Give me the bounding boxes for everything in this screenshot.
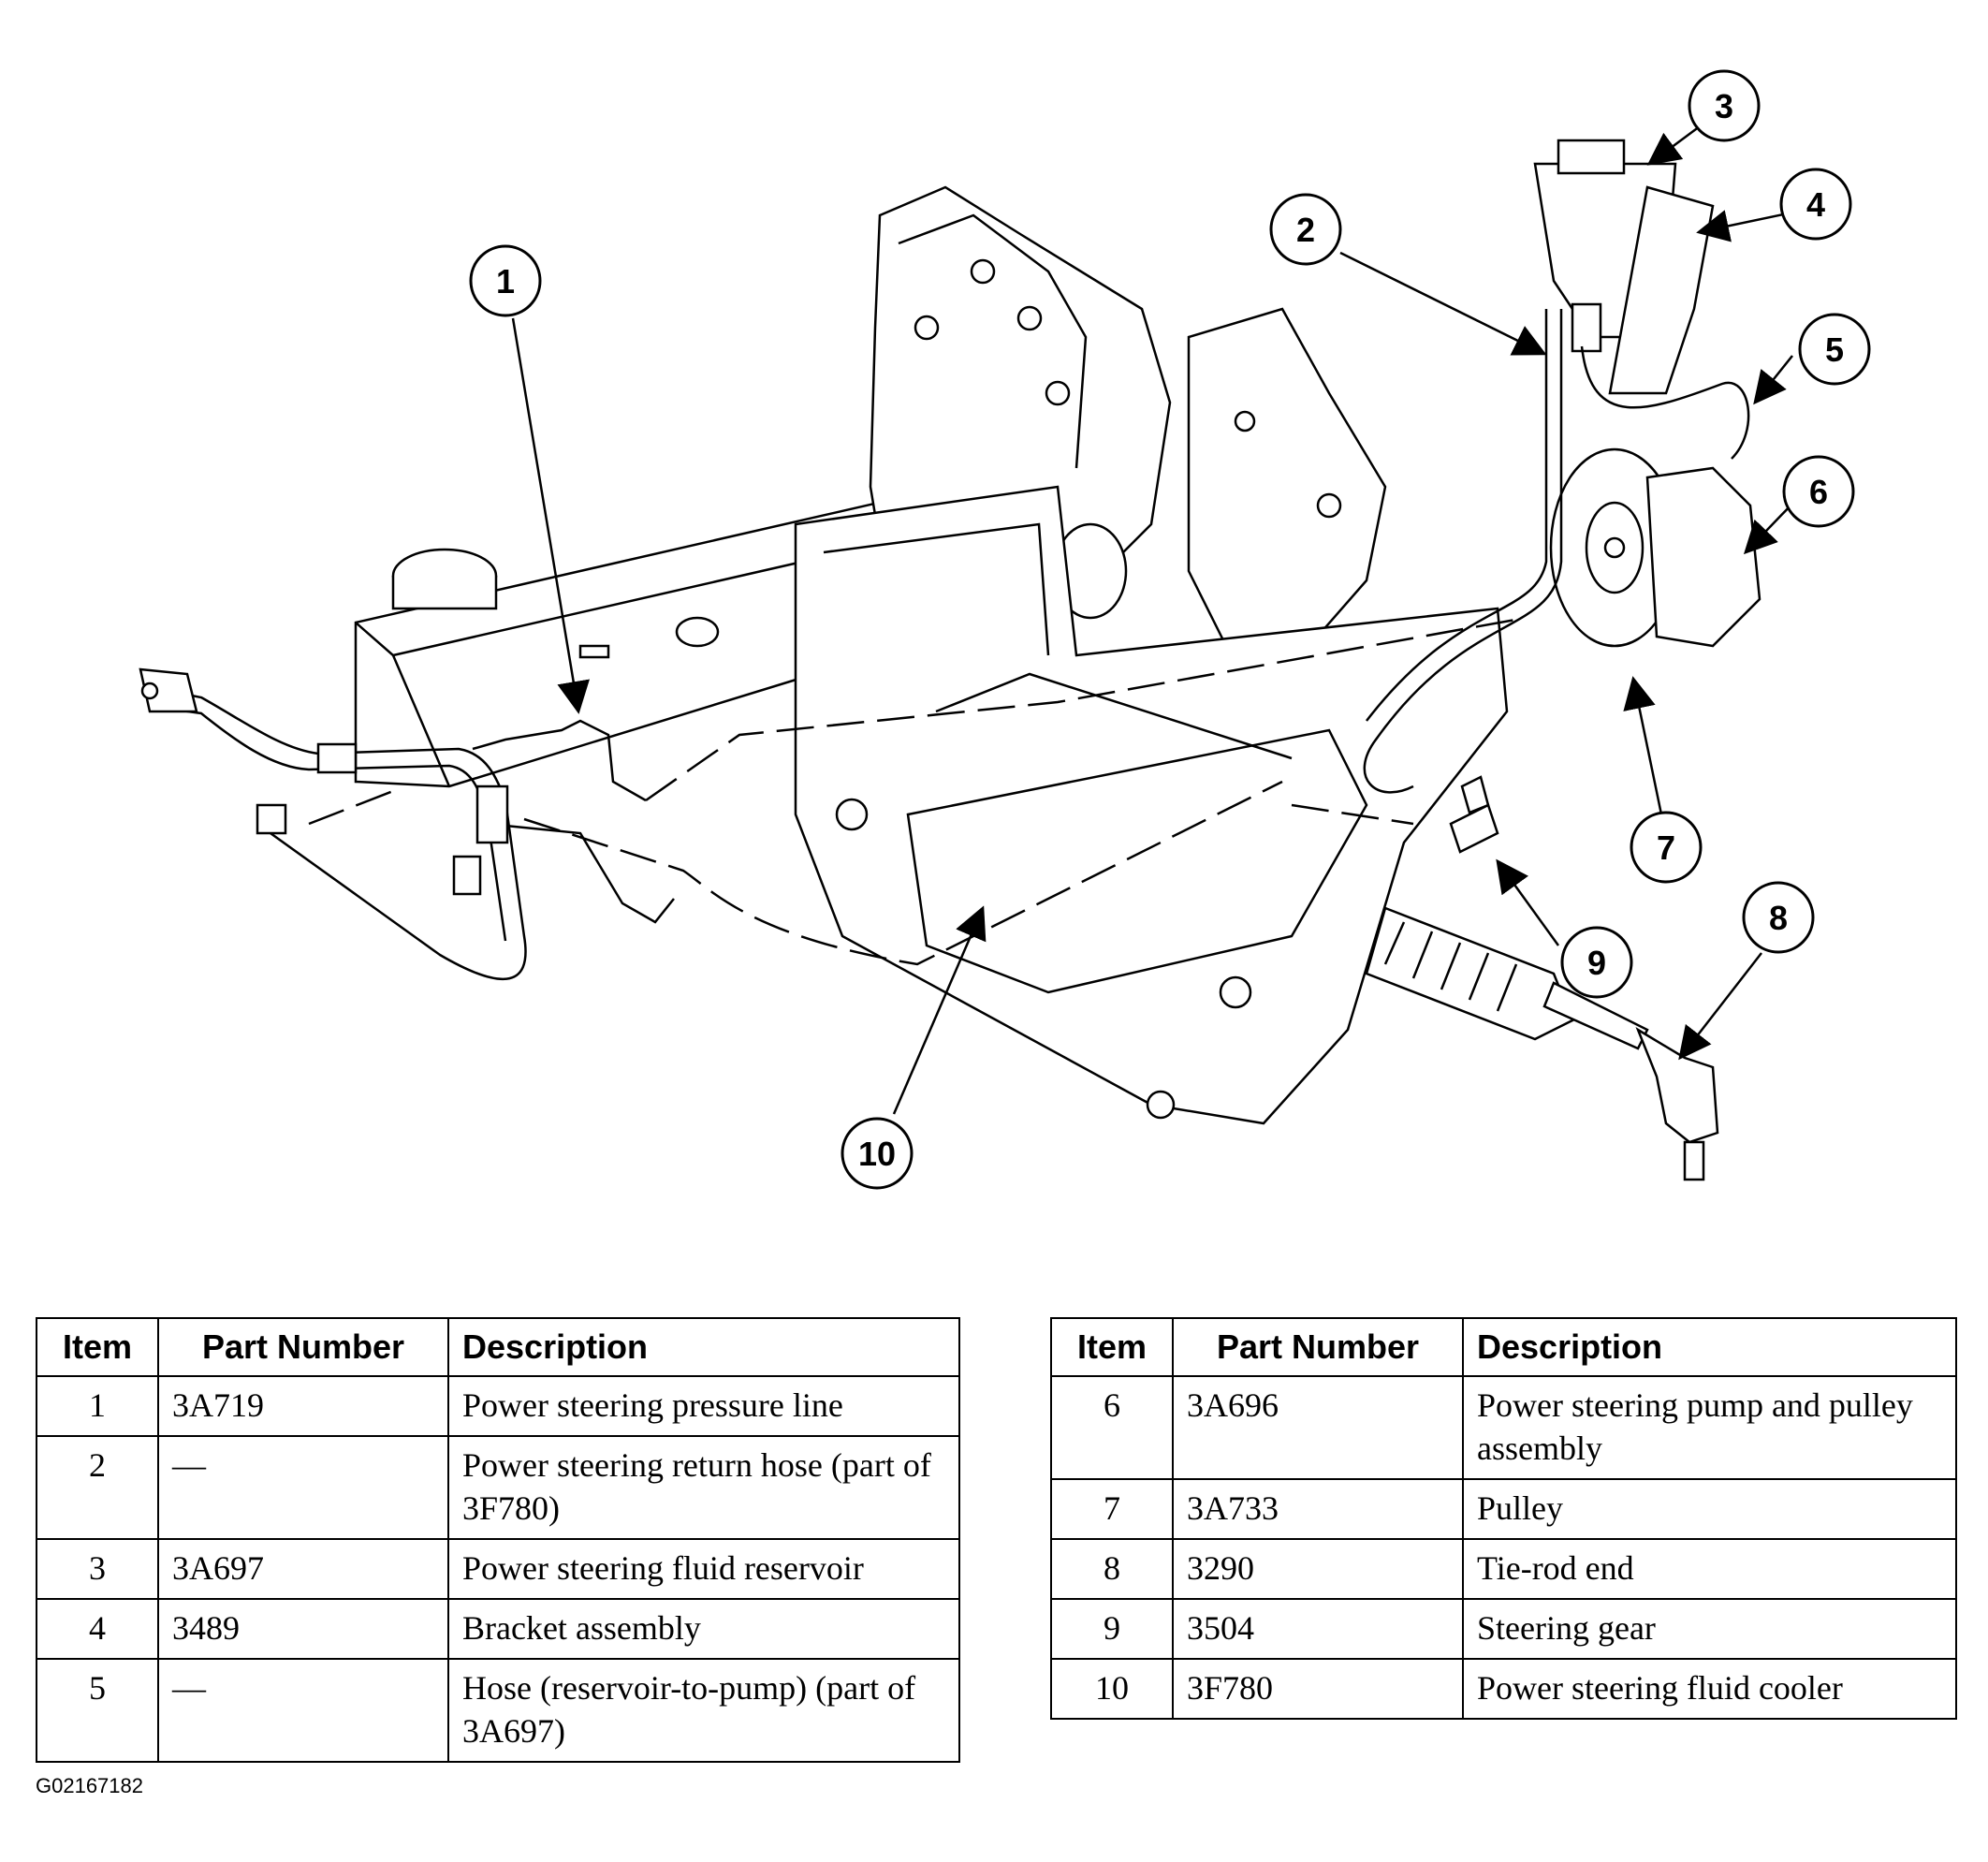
cell-part-number: 3F780	[1172, 1658, 1464, 1720]
table-row: 10 3F780 Power steering fluid cooler	[1050, 1658, 1957, 1720]
leader-lines	[511, 122, 1793, 1115]
power-steering-exploded-illustration: 1 2 3 4 5 6 7 8 9 10	[139, 69, 1871, 1190]
callout-6: 6	[1782, 455, 1855, 528]
cell-item: 5	[36, 1658, 159, 1763]
callout-2: 2	[1269, 193, 1342, 266]
cell-item: 1	[36, 1375, 159, 1437]
figure-code: G02167182	[36, 1774, 143, 1797]
cell-description: Steering gear	[1462, 1598, 1957, 1660]
cell-description: Power steering pressure line	[447, 1375, 960, 1437]
callout-10: 10	[841, 1117, 914, 1190]
table-row: 2 — Power steering return hose (part of …	[36, 1435, 960, 1540]
cell-part-number: 3A733	[1172, 1478, 1464, 1540]
table-header-row: Item Part Number Description	[1050, 1317, 1957, 1377]
callout-10-label: 10	[858, 1135, 896, 1173]
cell-item: 2	[36, 1435, 159, 1540]
header-item: Item	[1050, 1317, 1174, 1377]
table-row: 8 3290 Tie-rod end	[1050, 1538, 1957, 1600]
callout-1-label: 1	[496, 262, 515, 301]
parts-table-left: Item Part Number Description 1 3A719 Pow…	[36, 1317, 960, 1763]
header-part-number: Part Number	[1172, 1317, 1464, 1377]
table-row: 4 3489 Bracket assembly	[36, 1598, 960, 1660]
table-row: 3 3A697 Power steering fluid reservoir	[36, 1538, 960, 1600]
callout-3-label: 3	[1715, 87, 1733, 125]
callout-9-label: 9	[1587, 944, 1606, 982]
cell-part-number: 3504	[1172, 1598, 1464, 1660]
cell-description: Tie-rod end	[1462, 1538, 1957, 1600]
cell-part-number: —	[157, 1435, 449, 1540]
tie-rod-boot	[1365, 906, 1574, 1041]
callout-3: 3	[1688, 69, 1761, 142]
cell-item: 7	[1050, 1478, 1174, 1540]
callout-5-label: 5	[1825, 330, 1844, 369]
callout-8-label: 8	[1769, 899, 1788, 937]
callout-7-label: 7	[1657, 828, 1675, 867]
hose-reservoir-to-pump	[1580, 345, 1750, 460]
cell-description: Power steering fluid reservoir	[447, 1538, 960, 1600]
cell-item: 10	[1050, 1658, 1174, 1720]
table-row: 6 3A696 Power steering pump and pulley a…	[1050, 1375, 1957, 1480]
callout-4: 4	[1779, 168, 1852, 241]
cell-part-number: 3489	[157, 1598, 449, 1660]
cell-description: Power steering return hose (part of 3F78…	[447, 1435, 960, 1540]
table-row: 5 — Hose (reservoir-to-pump) (part of 3A…	[36, 1658, 960, 1763]
steering-gear-body	[906, 728, 1368, 994]
table-header-row: Item Part Number Description	[36, 1317, 960, 1377]
cell-part-number: —	[157, 1658, 449, 1763]
tie-rod-end	[1635, 1027, 1719, 1144]
header-part-number: Part Number	[157, 1317, 449, 1377]
cell-item: 4	[36, 1598, 159, 1660]
table-row: 9 3504 Steering gear	[1050, 1598, 1957, 1660]
cell-description: Power steering pump and pulley assembly	[1462, 1375, 1957, 1480]
cell-item: 8	[1050, 1538, 1174, 1600]
callout-5: 5	[1798, 313, 1871, 386]
parts-table-right: Item Part Number Description 6 3A696 Pow…	[1050, 1317, 1957, 1720]
header-description: Description	[1462, 1317, 1957, 1377]
callout-8: 8	[1742, 881, 1815, 954]
chassis-drawing	[139, 139, 1761, 1181]
callout-1: 1	[469, 244, 542, 317]
table-row: 1 3A719 Power steering pressure line	[36, 1375, 960, 1437]
callout-7: 7	[1630, 811, 1703, 884]
pressure-line	[153, 686, 527, 980]
header-item: Item	[36, 1317, 159, 1377]
pump-body	[1645, 466, 1761, 648]
cell-part-number: 3A719	[157, 1375, 449, 1437]
routing-line	[645, 616, 1527, 802]
callout-4-label: 4	[1806, 185, 1825, 224]
cell-part-number: 3A697	[157, 1538, 449, 1600]
cell-item: 9	[1050, 1598, 1174, 1660]
callout-9: 9	[1560, 926, 1633, 999]
header-description: Description	[447, 1317, 960, 1377]
cell-item: 6	[1050, 1375, 1174, 1480]
cell-description: Bracket assembly	[447, 1598, 960, 1660]
cell-part-number: 3290	[1172, 1538, 1464, 1600]
cell-description: Hose (reservoir-to-pump) (part of 3A697)	[447, 1658, 960, 1763]
cell-part-number: 3A696	[1172, 1375, 1464, 1480]
table-row: 7 3A733 Pulley	[1050, 1478, 1957, 1540]
cell-description: Power steering fluid cooler	[1462, 1658, 1957, 1720]
cell-item: 3	[36, 1538, 159, 1600]
cell-description: Pulley	[1462, 1478, 1957, 1540]
callout-6-label: 6	[1809, 473, 1828, 511]
callout-2-label: 2	[1296, 211, 1315, 249]
